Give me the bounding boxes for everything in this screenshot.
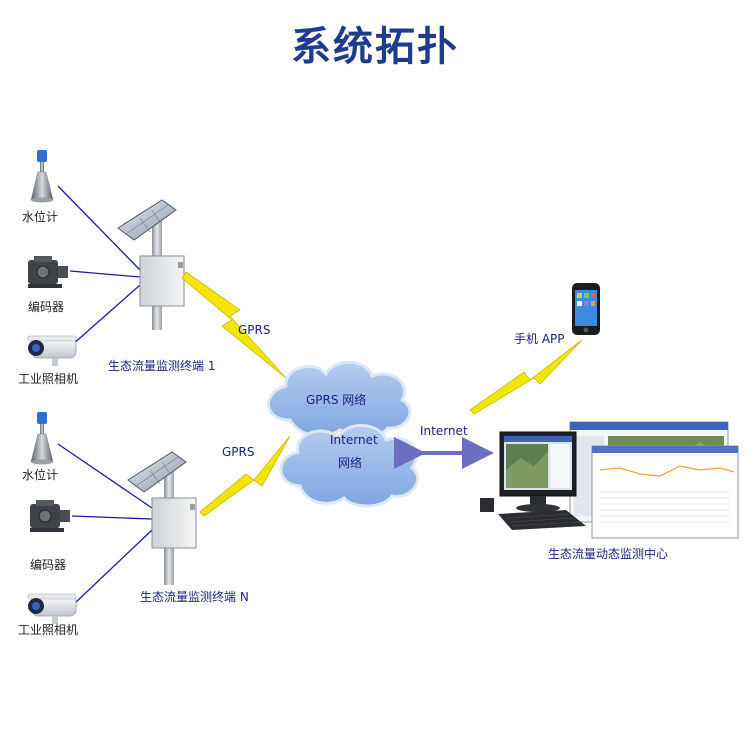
internet-cloud-label-line2: 网络 bbox=[338, 456, 363, 470]
link-line bbox=[57, 443, 153, 509]
internet-cloud-label-line1: Internet bbox=[330, 433, 378, 447]
page-title: 系统拓扑 bbox=[291, 24, 459, 70]
water-level-sensor-icon bbox=[30, 150, 54, 203]
industrial-camera-icon bbox=[27, 335, 77, 366]
link-line bbox=[71, 284, 141, 346]
group-1-links bbox=[57, 185, 141, 346]
device-label-encoder-2: 编码器 bbox=[30, 558, 67, 572]
monitoring-center-label: 生态流量动态监测中心 bbox=[548, 547, 669, 561]
link-line bbox=[69, 270, 141, 278]
encoder-icon bbox=[30, 500, 70, 532]
device-label-camera-1: 工业照相机 bbox=[18, 372, 79, 386]
gprs-link-label-1: GPRS bbox=[238, 323, 271, 337]
water-level-sensor-icon bbox=[30, 412, 54, 465]
internet-link-label: Internet bbox=[420, 424, 468, 438]
industrial-camera-icon bbox=[27, 593, 77, 624]
device-label-water-level-2: 水位计 bbox=[22, 468, 59, 482]
link-line bbox=[71, 515, 153, 520]
device-label-water-level-1: 水位计 bbox=[22, 210, 59, 224]
gprs-cloud-label: GPRS 网络 bbox=[306, 393, 367, 407]
link-line bbox=[73, 529, 153, 605]
encoder-icon bbox=[28, 256, 68, 288]
terminal-1-label: 生态流量监测终端 1 bbox=[108, 359, 216, 373]
device-label-encoder-1: 编码器 bbox=[28, 300, 65, 314]
smartphone-icon bbox=[572, 283, 600, 335]
group-2-links bbox=[57, 443, 153, 605]
link-line bbox=[57, 185, 141, 271]
device-label-camera-2: 工业照相机 bbox=[18, 623, 79, 637]
monitoring-workstation-icon bbox=[480, 421, 739, 539]
monitoring-terminal-1-icon bbox=[117, 199, 185, 330]
wireless-link-icon bbox=[469, 339, 583, 415]
gprs-link-label-2: GPRS bbox=[222, 445, 255, 459]
monitoring-terminal-n-icon bbox=[127, 451, 197, 585]
terminal-n-label: 生态流量监测终端 N bbox=[140, 590, 249, 604]
mobile-app-label: 手机 APP bbox=[514, 332, 565, 346]
wireless-link-icon bbox=[181, 271, 287, 379]
wireless-link-icon bbox=[199, 435, 291, 517]
